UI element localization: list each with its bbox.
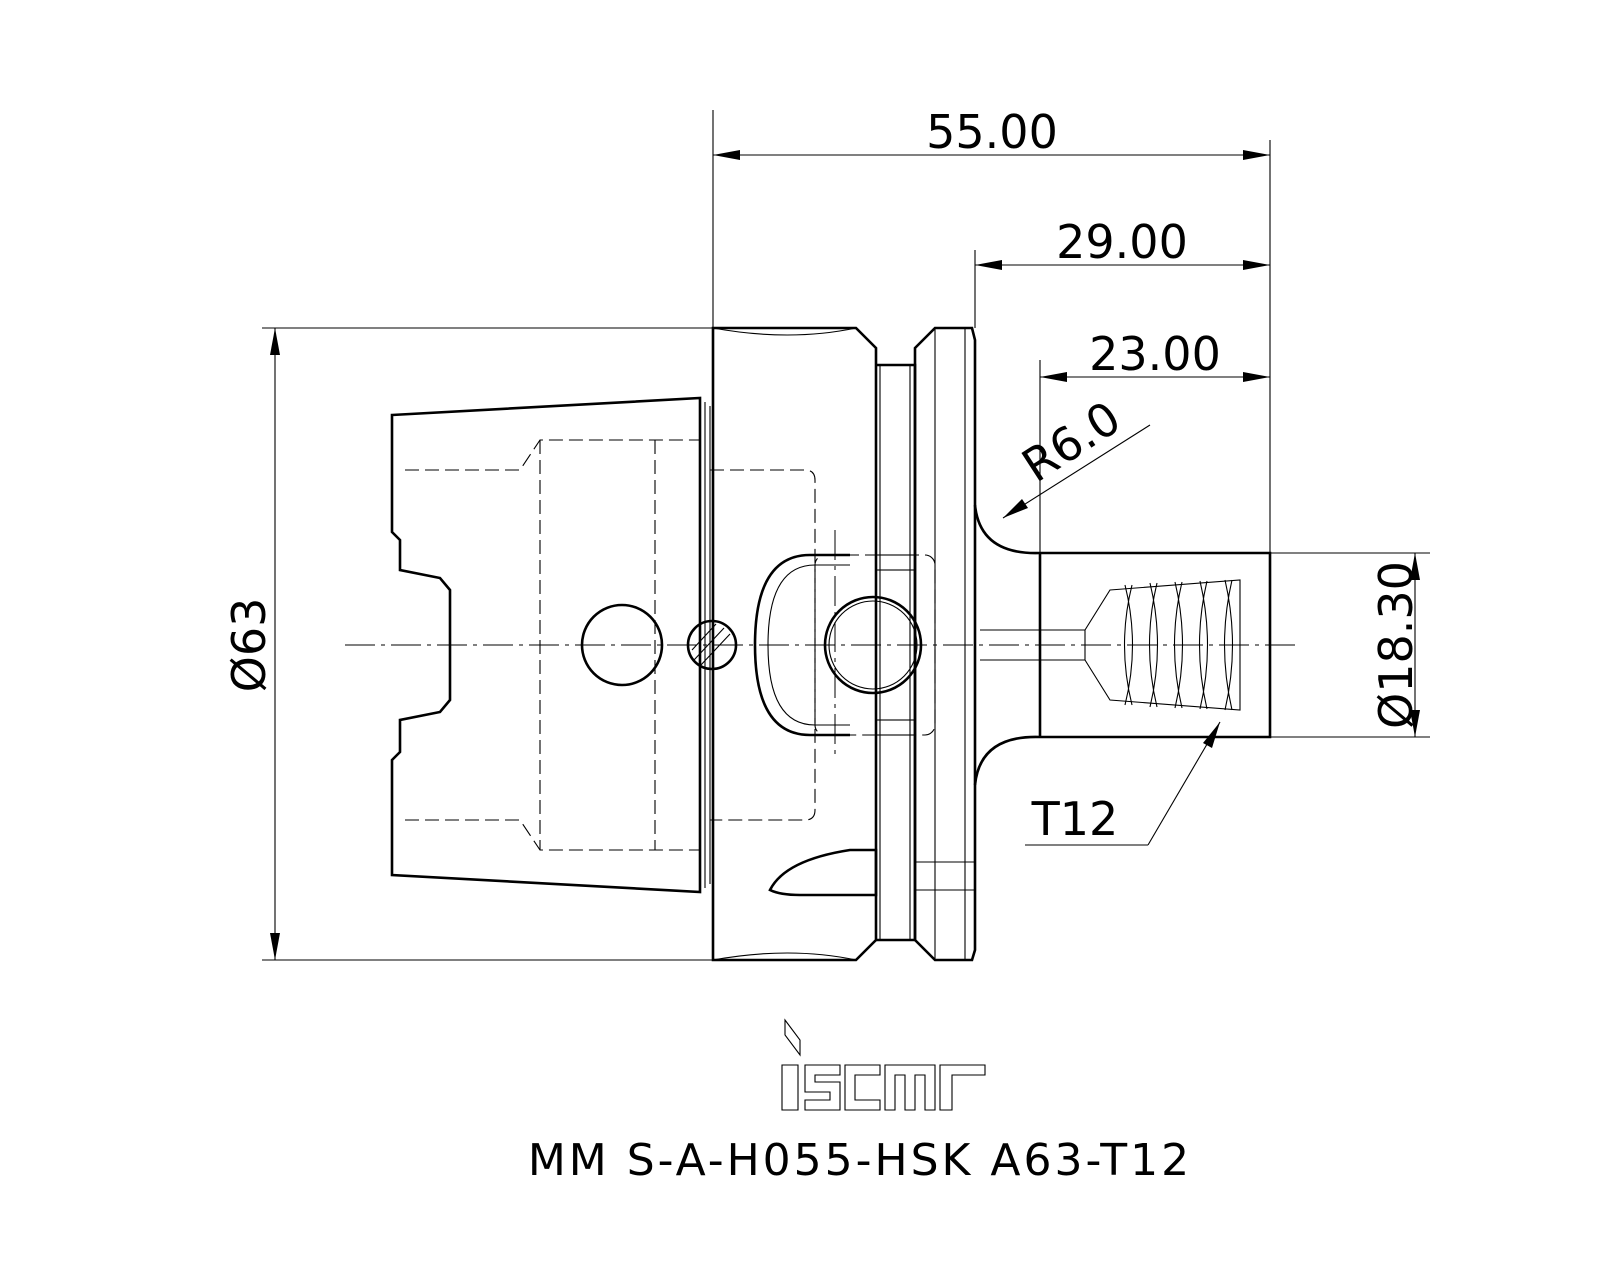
flange-body (711, 326, 977, 962)
diameter-63-label: Ø63 (222, 598, 276, 693)
dimension-radius: R6.0 (1002, 390, 1151, 519)
cross-hole (580, 603, 664, 687)
dimension-29: 29.00 (974, 215, 1270, 328)
dimension-23-label: 23.00 (1089, 327, 1221, 381)
thread-callout: T12 (1025, 721, 1221, 846)
iscar-logo (781, 1018, 986, 1111)
radius-label: R6.0 (1012, 390, 1130, 493)
dimension-diameter-63: Ø63 (222, 327, 713, 961)
front-shank (973, 504, 1272, 786)
center-hole (823, 595, 923, 695)
dimension-55-label: 55.00 (926, 105, 1058, 159)
part-number-title: MM S-A-H055-HSK A63-T12 (528, 1135, 1192, 1186)
dimension-23: 23.00 (1039, 327, 1270, 553)
hsk-taper-shank (390, 396, 816, 894)
dimension-29-label: 29.00 (1056, 215, 1188, 269)
thread-label: T12 (1031, 792, 1119, 846)
diameter-18-label: Ø18.30 (1369, 561, 1423, 729)
dimension-diameter-18: Ø18.30 (1270, 552, 1430, 738)
dimension-55: 55.00 (712, 105, 1271, 553)
